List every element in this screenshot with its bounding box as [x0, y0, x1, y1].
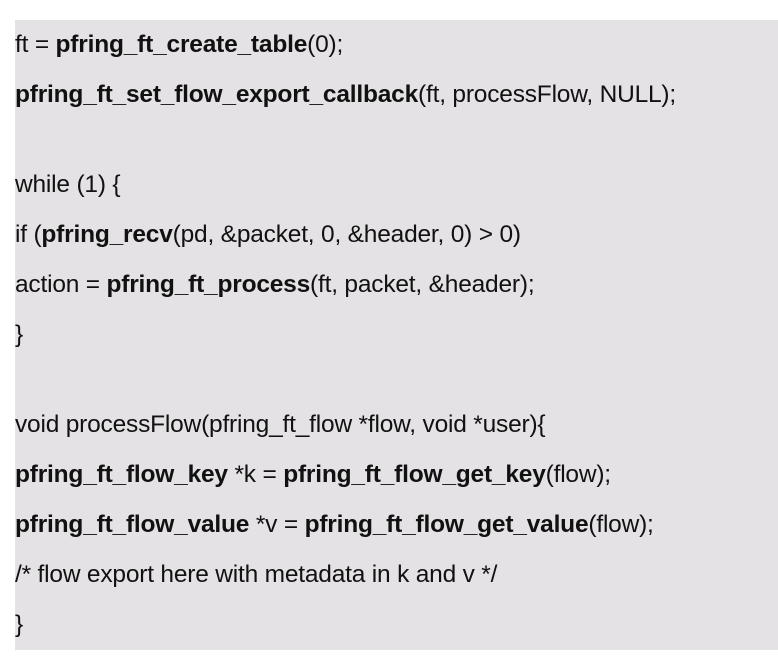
function-name: pfring_ft_set_flow_export_callback — [15, 81, 419, 108]
code-line: /* flow export here with metadata in k a… — [15, 558, 778, 608]
code-line: if (pfring_recv(pd, &packet, 0, &header,… — [15, 218, 778, 268]
code-line: } — [15, 608, 778, 658]
code-text: (flow); — [588, 511, 654, 538]
code-text: /* flow export here with metadata in k a… — [15, 561, 498, 588]
code-text: (pd, &packet, 0, &header, 0) > 0) — [172, 221, 521, 248]
code-text: (ft, processFlow, NULL); — [418, 81, 676, 108]
code-text: (0); — [307, 31, 344, 58]
code-block: ft = pfring_ft_create_table(0);pfring_ft… — [15, 20, 778, 650]
function-name: pfring_ft_flow_get_key — [283, 461, 546, 488]
code-line: action = pfring_ft_process(ft, packet, &… — [15, 268, 778, 318]
function-name: pfring_ft_process — [106, 271, 311, 298]
code-line: pfring_ft_flow_key *k = pfring_ft_flow_g… — [15, 458, 778, 508]
blank-line — [15, 128, 778, 168]
code-text: } — [15, 611, 23, 638]
code-text: (ft, packet, &header); — [310, 271, 535, 298]
code-text: while (1) { — [15, 171, 121, 198]
code-line: } — [15, 318, 778, 368]
code-line: pfring_ft_set_flow_export_callback(ft, p… — [15, 78, 778, 128]
blank-line — [15, 368, 778, 408]
function-name: pfring_recv — [41, 221, 173, 248]
code-text: action = — [15, 271, 107, 298]
function-name: pfring_ft_create_table — [55, 31, 308, 58]
code-text: *v = — [249, 511, 305, 538]
function-name: pfring_ft_flow_get_value — [304, 511, 589, 538]
code-line: pfring_ft_flow_value *v = pfring_ft_flow… — [15, 508, 778, 558]
code-text: if ( — [15, 221, 42, 248]
function-name: pfring_ft_flow_key — [15, 461, 228, 488]
code-text: (flow); — [545, 461, 611, 488]
code-text: *k = — [227, 461, 284, 488]
code-text: void processFlow(pfring_ft_flow *flow, v… — [15, 411, 546, 438]
code-line: ft = pfring_ft_create_table(0); — [15, 28, 778, 78]
code-text: ft = — [15, 31, 56, 58]
code-line: while (1) { — [15, 168, 778, 218]
code-line: void processFlow(pfring_ft_flow *flow, v… — [15, 408, 778, 458]
code-text: } — [15, 321, 23, 348]
function-name: pfring_ft_flow_value — [15, 511, 250, 538]
